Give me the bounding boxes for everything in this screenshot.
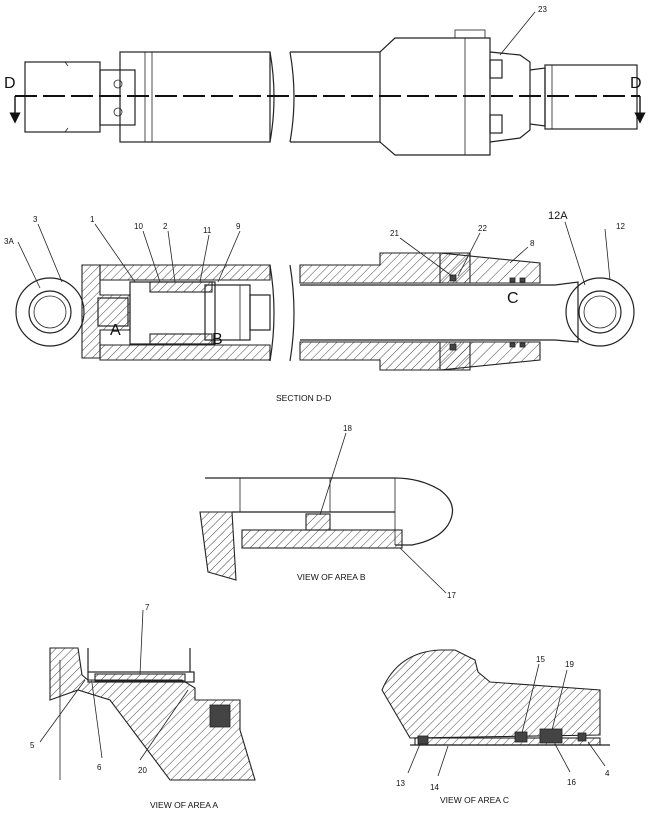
view-area-b [199, 477, 454, 581]
area-label-c: C [507, 290, 519, 307]
callout-20: 20 [138, 766, 147, 775]
callout-22: 22 [478, 224, 487, 233]
callout-8: 8 [530, 239, 535, 248]
caption-view-a: VIEW OF AREA A [150, 800, 218, 810]
callout-9: 9 [236, 222, 241, 231]
callout-17: 17 [447, 591, 456, 600]
callout-3a: 3A [4, 237, 14, 246]
section-marker-left: D [4, 75, 16, 92]
callout-5: 5 [30, 741, 35, 750]
caption-view-c: VIEW OF AREA C [440, 795, 509, 805]
callout-6: 6 [97, 763, 102, 772]
callout-1: 1 [90, 215, 95, 224]
callout-21: 21 [390, 229, 399, 238]
section-view [15, 252, 635, 371]
caption-section-d-d: SECTION D-D [276, 393, 331, 403]
callout-11: 11 [203, 226, 212, 235]
callout-7: 7 [145, 603, 150, 612]
area-label-a: A [110, 322, 121, 339]
callout-23: 23 [538, 5, 547, 14]
callout-18: 18 [343, 424, 352, 433]
callout-4: 4 [605, 769, 610, 778]
callout-14: 14 [430, 783, 439, 792]
callout-12a: 12A [548, 210, 568, 222]
exterior-view [9, 29, 646, 156]
callout-16: 16 [567, 778, 576, 787]
caption-view-b: VIEW OF AREA B [297, 572, 366, 582]
callout-13: 13 [396, 779, 405, 788]
callout-12: 12 [616, 222, 625, 231]
view-area-a [49, 647, 256, 781]
area-label-b: B [212, 331, 223, 348]
view-area-c [381, 649, 610, 746]
callout-19: 19 [565, 660, 574, 669]
callout-15: 15 [536, 655, 545, 664]
section-marker-right: D [630, 75, 642, 92]
callout-2: 2 [163, 222, 168, 231]
callout-10: 10 [134, 222, 143, 231]
callout-3: 3 [33, 215, 38, 224]
